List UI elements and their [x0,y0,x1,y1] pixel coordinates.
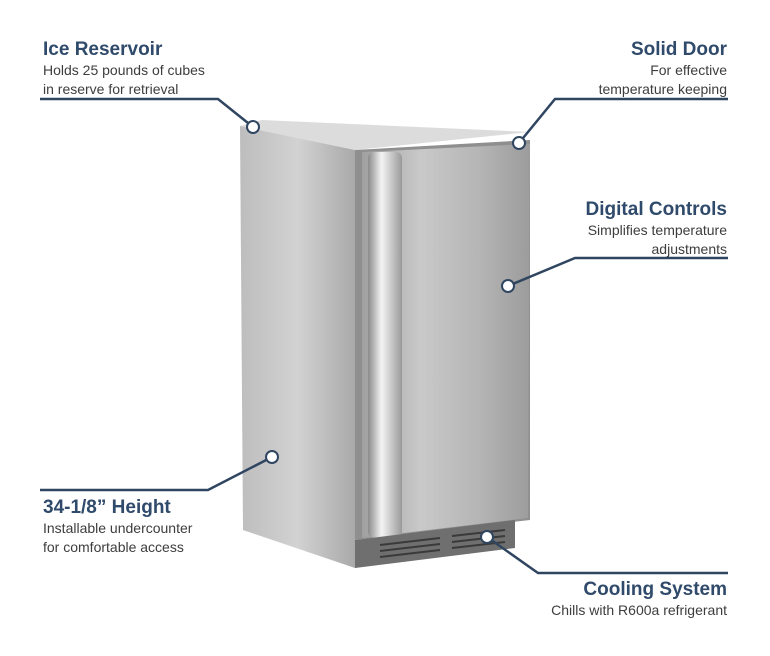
callout-desc: Chills with R600a refrigerant [551,602,727,618]
callout-desc: Installable undercounter [43,520,193,536]
callout-title: Solid Door [630,39,727,60]
callout-desc: adjustments [651,241,727,257]
callout-desc: Simplifies temperature [587,222,727,238]
ice-maker-body [240,120,530,568]
hotspot-markers [246,120,526,544]
callout-title: 34-1/8” Height [43,497,171,518]
callout-height: 34-1/8” Height Installable undercounter … [43,496,192,557]
callout-desc: temperature keeping [598,81,727,97]
callout-cooling-system: Cooling System Chills with R600a refrige… [551,578,727,620]
door-handle [368,152,402,538]
callout-ice-reservoir: Ice Reservoir Holds 25 pounds of cubes i… [43,38,205,99]
callout-title: Ice Reservoir [43,39,163,60]
callout-title: Digital Controls [585,199,727,220]
callout-desc: For effective [650,62,727,78]
callout-digital-controls: Digital Controls Simplifies temperature … [586,198,727,259]
callout-desc: for comfortable access [43,539,184,555]
leader-lines [40,97,728,575]
solid-door [362,144,530,538]
callout-solid-door: Solid Door For effective temperature kee… [599,38,727,99]
callout-title: Cooling System [583,579,727,600]
callout-desc: Holds 25 pounds of cubes [43,62,205,78]
callout-desc: in reserve for retrieval [43,81,179,97]
